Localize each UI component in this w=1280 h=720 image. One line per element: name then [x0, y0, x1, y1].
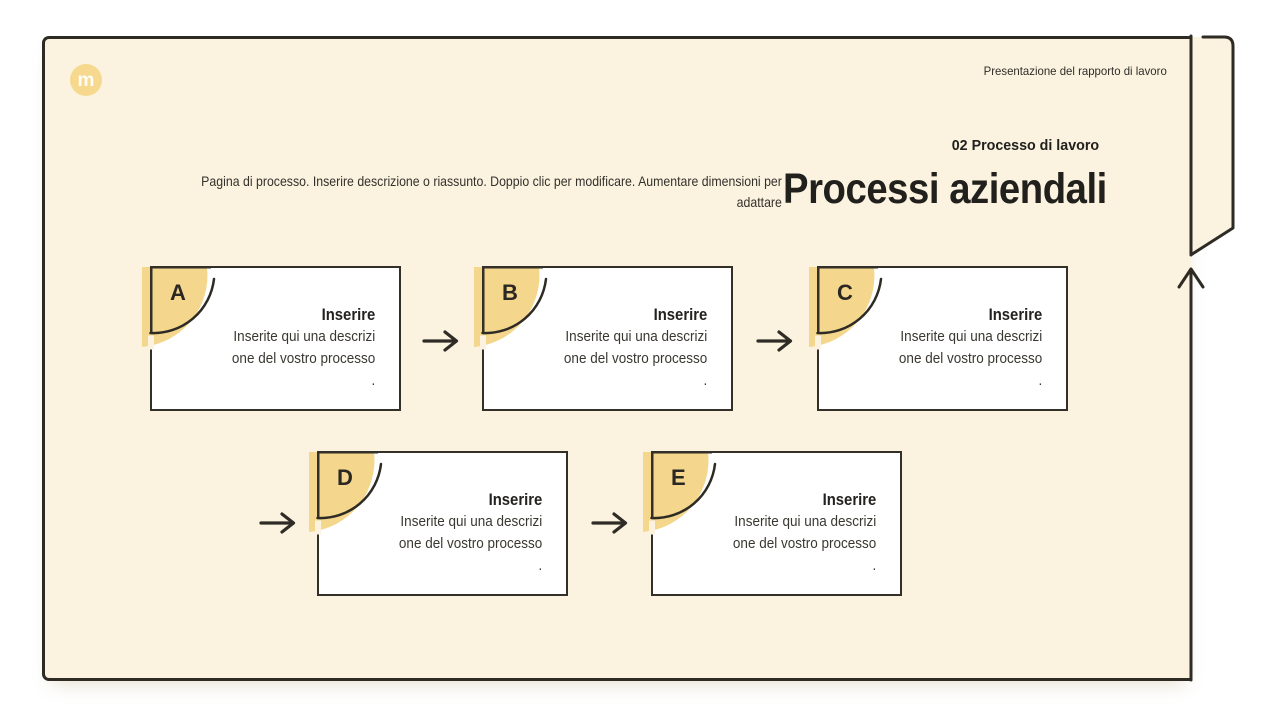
card-corner-fold-icon [141, 265, 215, 349]
process-card-c[interactable]: C Inserire Inserite qui una descrizi one… [808, 265, 1068, 411]
right-arrow-icon [591, 512, 628, 534]
card-body-line[interactable]: one del vostro processo [732, 535, 876, 552]
card-body-line[interactable]: one del vostro processo [398, 535, 542, 552]
card-corner-fold-icon [808, 265, 882, 349]
section-kicker[interactable]: 02 Processo di lavoro [951, 137, 1099, 154]
card-title[interactable]: Inserire [822, 491, 876, 509]
process-card-d[interactable]: D Inserire Inserite qui una descrizi one… [308, 450, 568, 596]
slide-description-line: adattare [736, 194, 782, 210]
card-body-line[interactable]: . [703, 372, 707, 389]
card-title[interactable]: Inserire [988, 306, 1042, 324]
process-card-a[interactable]: A Inserire Inserite qui una descrizi one… [141, 265, 401, 411]
card-title[interactable]: Inserire [653, 306, 707, 324]
card-body-line[interactable]: . [538, 557, 542, 574]
up-arrow-icon [1177, 267, 1205, 682]
card-body-line[interactable]: Inserite qui una descrizi [734, 513, 876, 530]
card-body-line[interactable]: Inserite qui una descrizi [565, 328, 707, 345]
header-note[interactable]: Presentazione del rapporto di lavoro [983, 64, 1167, 78]
card-body-line[interactable]: one del vostro processo [898, 350, 1042, 367]
slide-title[interactable]: Processi aziendali [783, 165, 1107, 213]
process-card-b[interactable]: B Inserire Inserite qui una descrizi one… [473, 265, 733, 411]
card-letter-badge: E [671, 465, 686, 490]
card-body-line[interactable]: . [872, 557, 876, 574]
card-body-line[interactable]: Inserite qui una descrizi [400, 513, 542, 530]
brand-logo: m [70, 64, 102, 96]
card-letter-badge: B [502, 280, 518, 305]
card-letter-badge: C [837, 280, 853, 305]
card-corner-fold-icon [308, 450, 382, 534]
card-body-line[interactable]: one del vostro processo [231, 350, 375, 367]
page-fold-and-loop-arrow [1177, 34, 1235, 682]
card-body-line[interactable]: Inserite qui una descrizi [233, 328, 375, 345]
right-arrow-icon [259, 512, 296, 534]
folded-corner-icon [1189, 34, 1235, 257]
card-body-line[interactable]: . [1038, 372, 1042, 389]
card-body-line[interactable]: Inserite qui una descrizi [900, 328, 1042, 345]
card-letter-badge: D [337, 465, 353, 490]
card-title[interactable]: Inserire [321, 306, 375, 324]
card-title[interactable]: Inserire [488, 491, 542, 509]
card-body-line[interactable]: one del vostro processo [563, 350, 707, 367]
card-corner-fold-icon [642, 450, 716, 534]
process-card-e[interactable]: E Inserire Inserite qui una descrizi one… [642, 450, 902, 596]
slide-description[interactable]: Pagina di processo. Inserire descrizione… [201, 171, 782, 213]
card-letter-badge: A [170, 280, 186, 305]
right-arrow-icon [756, 330, 793, 352]
brand-logo-letter: m [77, 69, 95, 91]
right-arrow-icon [422, 330, 459, 352]
slide-description-line: Pagina di processo. Inserire descrizione… [201, 173, 782, 189]
card-body-line[interactable]: . [371, 372, 375, 389]
card-corner-fold-icon [473, 265, 547, 349]
